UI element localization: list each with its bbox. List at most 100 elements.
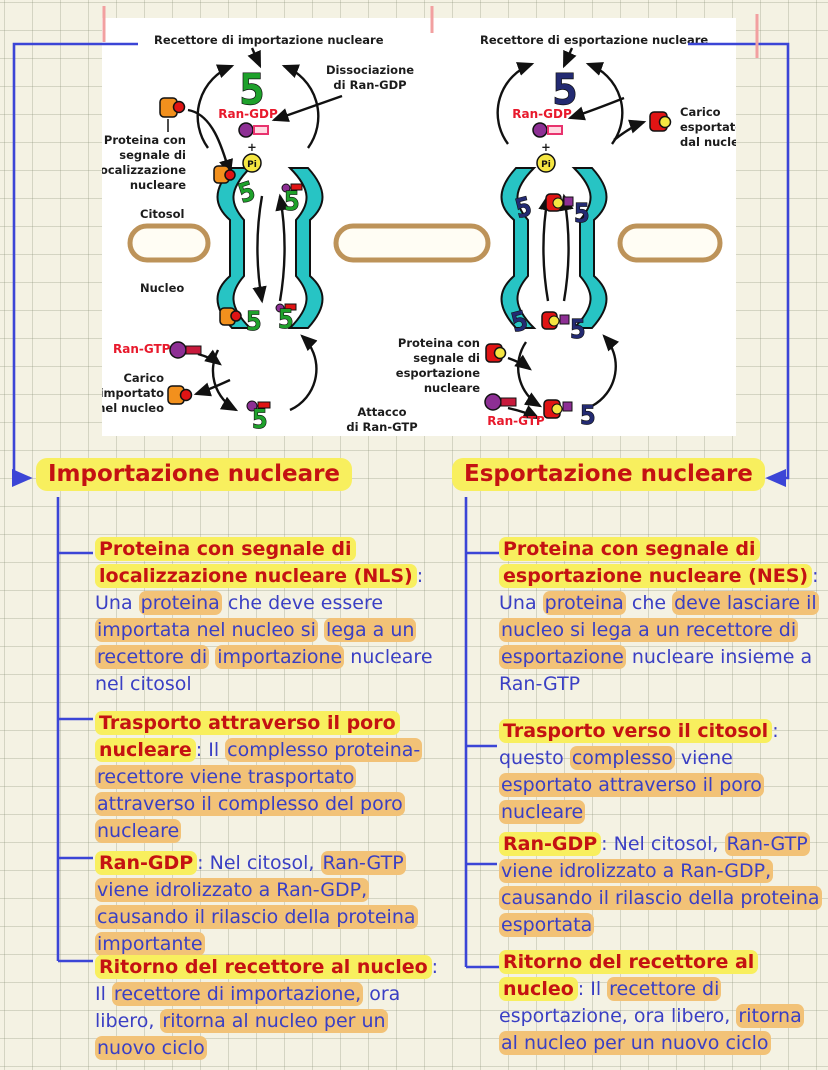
nuclear-transport-diagram: 5 5 + Pi + Pi xyxy=(96,33,747,436)
svg-text:5: 5 xyxy=(512,192,534,225)
colon: : xyxy=(416,565,424,587)
label-import-receptor: Recettore di importazione nucleare xyxy=(154,33,384,47)
export-bottom-cycle xyxy=(507,334,620,420)
svg-text:nel nucleo: nel nucleo xyxy=(102,401,164,415)
export-top-cycle xyxy=(496,62,647,145)
note-desc: questo complesso viene esportato attrave… xyxy=(499,746,764,824)
transport-arrows xyxy=(252,193,574,304)
ran-gtp-left-molecule xyxy=(169,341,202,359)
note-item-ran-gdp-left: Ran-GDP: Nel citosol, Ran-GTP viene idro… xyxy=(95,850,455,958)
import-cargo-top xyxy=(159,97,186,132)
ran-gdp-molecule-left xyxy=(238,122,269,138)
colon: : xyxy=(197,852,210,874)
label-nes-protein: Proteina con segnale di esportazione nuc… xyxy=(396,336,480,395)
label-ran-gdp-left: Ran-GDP xyxy=(218,107,278,121)
nuclear-pore-left xyxy=(216,167,324,329)
colon: : xyxy=(772,720,779,742)
svg-text:importato: importato xyxy=(102,386,164,400)
note-term: Trasporto verso il citosol xyxy=(499,719,773,743)
label-nucleus: Nucleo xyxy=(140,281,184,295)
svg-text:nucleare: nucleare xyxy=(130,178,186,192)
svg-text:Pi: Pi xyxy=(541,160,551,170)
import-receptor-shape: 5 xyxy=(239,65,264,114)
ran-gdp-molecule-right xyxy=(532,122,563,138)
note-item-trasporto-poro: Trasporto attraverso il poro nucleare: I… xyxy=(95,710,447,845)
label-nls-protein: Proteina con segnale di localizzazione n… xyxy=(96,133,186,192)
svg-text:Dissociazione: Dissociazione xyxy=(326,63,414,77)
label-ran-gtp-right: Ran-GTP xyxy=(487,414,545,428)
note-term: Ran-GDP xyxy=(95,851,198,875)
svg-text:5: 5 xyxy=(278,305,294,335)
colon: : xyxy=(812,565,819,587)
note-term: Ran-GDP xyxy=(499,832,602,856)
svg-text:esportazione: esportazione xyxy=(396,366,480,380)
note-item-ran-gdp-right: Ran-GDP: Nel citosol, Ran-GTP viene idro… xyxy=(499,831,822,939)
svg-text:Proteina con: Proteina con xyxy=(104,133,186,147)
svg-text:esportato: esportato xyxy=(680,120,736,134)
ran-gtp-right-molecule xyxy=(484,393,517,411)
svg-text:5: 5 xyxy=(580,401,596,431)
svg-text:nucleare: nucleare xyxy=(424,381,480,395)
heading-importazione: Importazione nucleare xyxy=(36,458,353,491)
svg-text:5: 5 xyxy=(574,199,590,229)
svg-text:Carico: Carico xyxy=(680,105,721,119)
label-ran-gtp-left: Ran-GTP xyxy=(113,342,171,356)
svg-text:localizzazione: localizzazione xyxy=(102,163,186,177)
svg-text:Proteina con: Proteina con xyxy=(398,336,480,350)
note-item-nes: Proteina con segnale di esportazione nuc… xyxy=(499,536,821,698)
nes-cargo-molecule xyxy=(485,343,507,363)
pi-right: + Pi xyxy=(536,140,556,173)
svg-text:segnale di: segnale di xyxy=(119,148,186,162)
heading-esportazione: Esportazione nucleare xyxy=(452,458,765,491)
imported-cargo-molecule xyxy=(167,385,193,405)
svg-text:5: 5 xyxy=(284,187,300,217)
colon: : xyxy=(431,956,439,978)
note-item-ritorno-left: Ritorno del recettore al nucleo: Il rece… xyxy=(95,954,447,1062)
note-item-trasporto-citosol: Trasporto verso il citosol: questo compl… xyxy=(499,718,821,826)
svg-text:Pi: Pi xyxy=(247,160,257,170)
colon: : xyxy=(601,833,614,855)
colon: : xyxy=(195,739,209,761)
svg-text:di Ran-GTP: di Ran-GTP xyxy=(346,420,417,434)
svg-text:di Ran-GDP: di Ran-GDP xyxy=(333,78,406,92)
svg-text:5: 5 xyxy=(235,176,259,209)
label-pointer xyxy=(247,47,262,69)
pore-right-bottom-receptors: 5 5 xyxy=(508,305,586,345)
receptor-cargo-bottom-right: 5 xyxy=(543,399,596,432)
svg-text:5: 5 xyxy=(508,306,530,339)
pi-left: + Pi xyxy=(242,140,262,173)
svg-text:+: + xyxy=(541,140,551,154)
export-cargo-top xyxy=(649,111,672,132)
svg-text:dal nucleo: dal nucleo xyxy=(680,135,736,149)
note-term: Ritorno del recettore al nucleo xyxy=(95,955,432,979)
nuclear-envelope-membrane xyxy=(127,223,723,263)
colon: : xyxy=(577,978,591,1000)
label-pointer xyxy=(562,47,577,69)
note-item-ritorno-right: Ritorno del recettore al nucleo: Il rece… xyxy=(499,949,821,1057)
diagram-panel: 5 5 + Pi + Pi xyxy=(96,18,747,436)
import-top-cycle xyxy=(187,64,343,177)
note-desc: Una proteina che deve essere importata n… xyxy=(95,591,433,695)
label-attacco: Attacco di Ran-GTP xyxy=(346,405,417,434)
svg-text:5: 5 xyxy=(246,307,262,337)
receptor-ran-gtp-bottom-left: 5 xyxy=(246,400,271,436)
svg-text:segnale di: segnale di xyxy=(413,351,480,365)
svg-text:Attacco: Attacco xyxy=(357,405,406,419)
pore-right-top-receptors: 5 5 xyxy=(512,191,590,229)
note-item-nls: Proteina con segnale di localizzazione n… xyxy=(95,536,447,698)
nuclear-pore-right xyxy=(500,167,608,329)
svg-text:5: 5 xyxy=(570,315,586,345)
label-exported-cargo: Carico esportato dal nucleo xyxy=(680,105,747,149)
label-dissociazione: Dissociazione di Ran-GDP xyxy=(326,63,414,92)
import-bottom-cycle xyxy=(193,334,318,412)
pore-left-bottom-receptors: 5 5 xyxy=(219,303,297,338)
note-term: Proteina con segnale di esportazione nuc… xyxy=(499,537,813,588)
svg-text:5: 5 xyxy=(252,405,268,435)
label-cytosol: Citosol xyxy=(140,207,184,221)
label-imported-cargo: Carico importato nel nucleo xyxy=(97,371,164,415)
note-desc: Una proteina che deve lasciare il nucleo… xyxy=(499,591,819,695)
svg-text:Carico: Carico xyxy=(123,371,164,385)
note-term: Proteina con segnale di localizzazione n… xyxy=(95,537,417,588)
label-ran-gdp-right: Ran-GDP xyxy=(512,107,572,121)
